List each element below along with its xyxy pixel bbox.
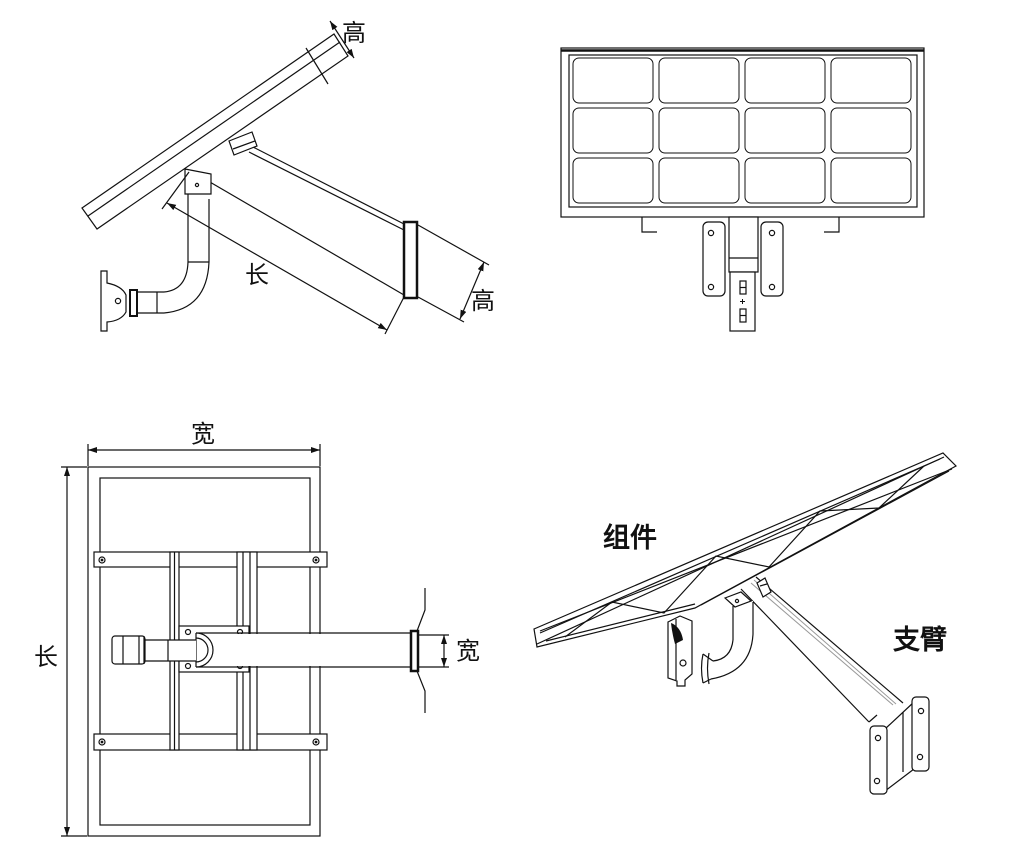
iso-clamp-fin bbox=[756, 577, 772, 598]
dim-label-arm-width: 宽 bbox=[456, 638, 480, 665]
iso-panel bbox=[533, 452, 957, 648]
side-dim-thickness bbox=[305, 20, 355, 85]
dim-label-arm-height: 高 bbox=[471, 288, 495, 315]
rear-dim-length bbox=[61, 466, 87, 837]
side-arm bbox=[190, 146, 405, 296]
dim-label-panel-width: 宽 bbox=[191, 421, 215, 448]
dim-label-arm-length: 长 bbox=[245, 262, 269, 289]
iso-arm bbox=[740, 576, 904, 723]
view-front bbox=[560, 47, 925, 332]
front-center-bracket bbox=[702, 216, 784, 332]
side-panel bbox=[81, 33, 349, 230]
view-side: 高 长 高 bbox=[81, 20, 495, 335]
part-label-module: 组件 bbox=[603, 522, 657, 553]
dim-label-panel-length: 长 bbox=[34, 644, 58, 671]
side-clamp-piece bbox=[228, 131, 258, 156]
front-panel-frame bbox=[560, 47, 925, 218]
view-iso: 组件 支臂 bbox=[533, 452, 957, 795]
iso-wall-plate bbox=[667, 615, 693, 687]
part-label-support-arm: 支臂 bbox=[893, 625, 947, 655]
side-elbow-pipe bbox=[137, 194, 210, 314]
side-wall-bracket bbox=[100, 270, 138, 332]
front-solar-cells bbox=[572, 57, 912, 204]
rear-dim-width bbox=[87, 444, 321, 466]
side-arm-end-plate bbox=[402, 220, 419, 300]
rear-arm bbox=[195, 632, 411, 668]
side-top-plate bbox=[184, 168, 212, 195]
rear-pipe-cap bbox=[111, 635, 196, 665]
rear-wall-flange bbox=[409, 588, 426, 713]
side-dim-height bbox=[417, 224, 490, 323]
view-rear: 宽 长 宽 bbox=[34, 421, 480, 837]
dim-label-panel-thickness: 高 bbox=[342, 20, 366, 47]
iso-arm-flange bbox=[869, 696, 930, 795]
side-dim-length bbox=[161, 171, 405, 335]
iso-elbow-pipe bbox=[700, 591, 754, 685]
front-mount-tabs bbox=[641, 217, 840, 233]
rear-dim-arm-width bbox=[419, 634, 449, 668]
rear-cross-bars bbox=[93, 551, 328, 751]
